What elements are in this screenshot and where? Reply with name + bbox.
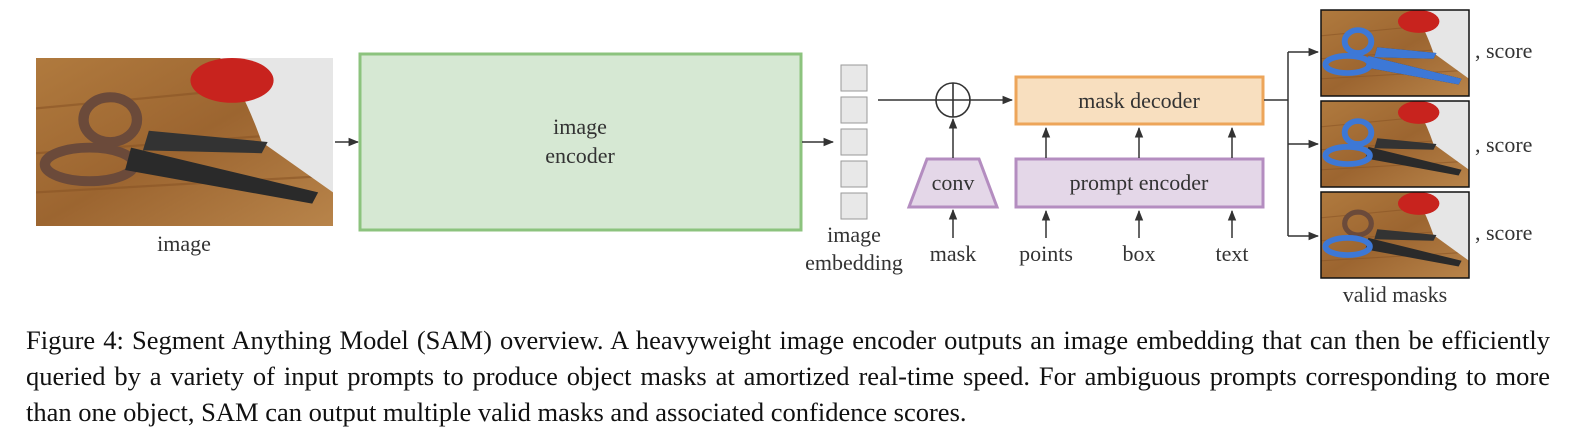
score-label-3: , score	[1475, 220, 1532, 245]
mask-decoder-label: mask decoder	[1078, 88, 1200, 113]
embedding-token	[840, 192, 868, 220]
sum-operator-icon	[935, 82, 971, 118]
mask-decoder-box	[1014, 75, 1265, 126]
embedding-token	[840, 64, 868, 92]
embedding-token	[840, 96, 868, 124]
figure-caption: Figure 4: Segment Anything Model (SAM) o…	[26, 325, 1550, 427]
input-image	[36, 58, 333, 226]
output-mask-2	[1320, 100, 1470, 188]
prompt-input-box-label: box	[1123, 241, 1156, 266]
valid-masks-label: valid masks	[1343, 282, 1448, 307]
conv-block	[906, 157, 1000, 209]
image-encoder-box	[358, 52, 803, 232]
embedding-token	[840, 128, 868, 156]
conv-label: conv	[932, 170, 975, 195]
image-encoder-label-line2: encoder	[545, 143, 615, 168]
prompt-input-text-label: text	[1216, 241, 1249, 266]
input-image-label: image	[157, 231, 211, 256]
prompt-input-points-label: points	[1019, 241, 1073, 266]
image-encoder-label-line1: image	[553, 114, 607, 139]
output-mask-3	[1320, 191, 1470, 279]
output-mask-1	[1320, 9, 1470, 97]
score-label-1: , score	[1475, 38, 1532, 63]
prompt-encoder-label: prompt encoder	[1070, 170, 1209, 195]
image-embedding-label-line2: embedding	[805, 250, 903, 275]
sam-architecture-diagram: image image encoder image embedding conv…	[0, 9, 1532, 307]
image-embedding-tokens	[840, 64, 868, 220]
prompt-encoder-box	[1014, 157, 1265, 209]
mask-input-label: mask	[930, 241, 976, 266]
image-embedding-label-line1: image	[827, 222, 881, 247]
score-label-2: , score	[1475, 132, 1532, 157]
embedding-token	[840, 160, 868, 188]
